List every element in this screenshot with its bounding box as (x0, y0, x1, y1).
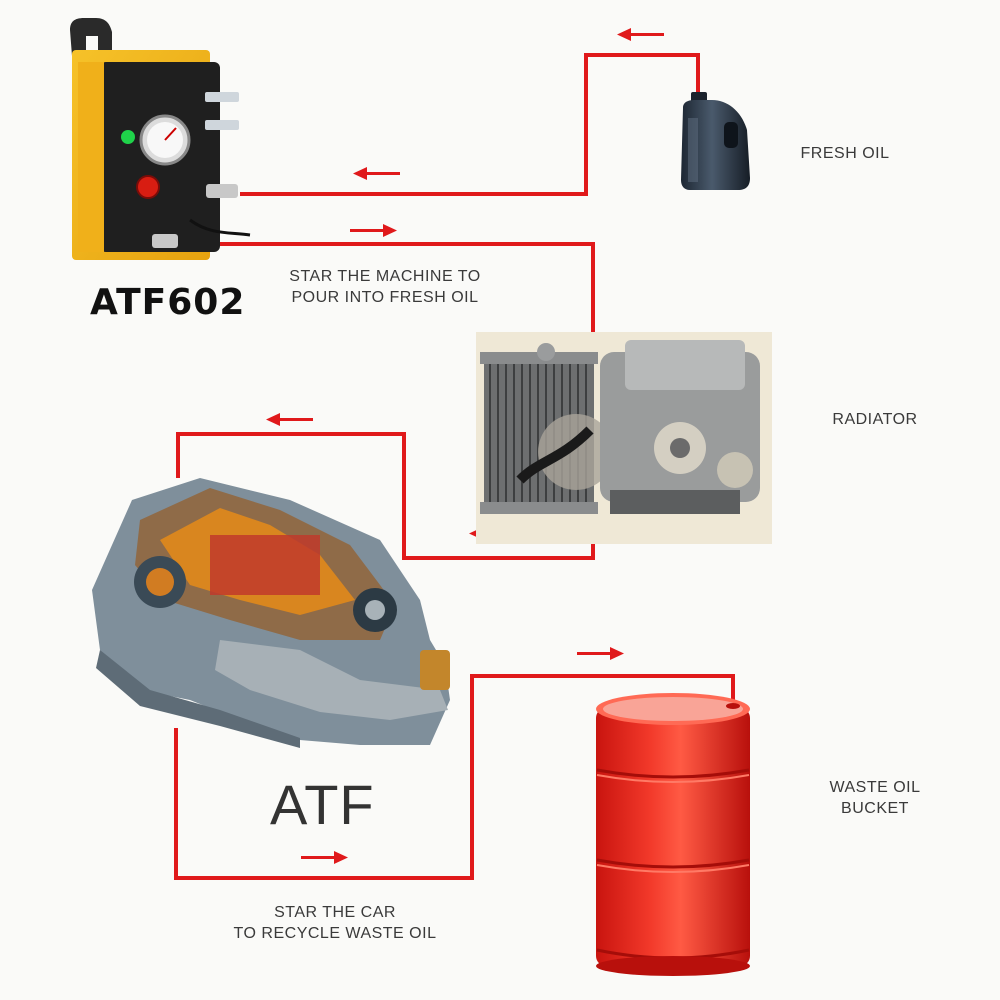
transmission (92, 478, 450, 748)
emergency-stop-icon (137, 176, 159, 198)
transmission-label: ATF (270, 773, 375, 836)
recycle-step-label: STAR THE CAR TO RECYCLE WASTE OIL (210, 902, 460, 944)
hose-lines (174, 53, 735, 880)
arrow-left-icon (266, 413, 313, 426)
arrow-left-icon (353, 167, 400, 180)
arrow-right-icon (577, 647, 624, 660)
waste-oil-label: WASTE OIL BUCKET (790, 777, 960, 819)
machine-to-radiator-hose (175, 242, 595, 360)
waste-oil-barrel (596, 693, 750, 976)
radiator-to-transmission-hose (176, 432, 595, 560)
waste-oil-line-1: WASTE OIL (829, 779, 921, 796)
radiator-label: RADIATOR (832, 411, 918, 428)
fresh-oil-hose (240, 53, 700, 196)
transmission-to-bucket-hose (174, 674, 735, 880)
flush-machine (70, 18, 251, 260)
waste-oil-line-2: BUCKET (841, 800, 909, 817)
fresh-oil-bottle (681, 92, 750, 190)
arrow-left-icon (617, 28, 664, 41)
pour-step-line-1: STAR THE MACHINE TO (289, 268, 481, 285)
arrow-right-icon (301, 851, 348, 864)
recycle-step-line-2: TO RECYCLE WASTE OIL (233, 925, 437, 942)
pour-step-line-2: POUR INTO FRESH OIL (291, 289, 479, 306)
machine-model-label: ATF602 (90, 282, 246, 323)
fresh-oil-label: FRESH OIL (800, 145, 890, 162)
power-indicator-icon (121, 130, 135, 144)
radiator-engine (476, 332, 772, 544)
arrow-right-icon (350, 224, 397, 237)
recycle-step-line-1: STAR THE CAR (274, 904, 396, 921)
pour-step-label: STAR THE MACHINE TO POUR INTO FRESH OIL (260, 266, 510, 308)
